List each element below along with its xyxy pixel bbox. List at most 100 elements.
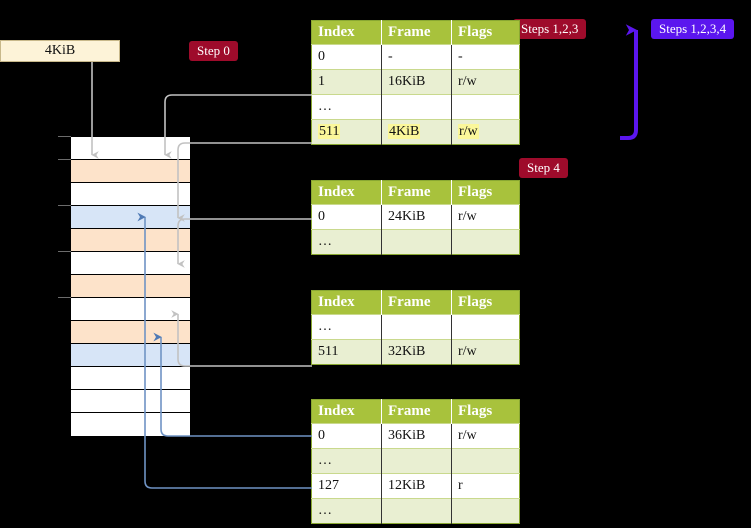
table-header-index: Index bbox=[311, 180, 382, 205]
table-cell: 16KiB bbox=[381, 69, 452, 95]
table-cell: 127 bbox=[311, 473, 382, 499]
table-cell: r bbox=[451, 473, 520, 499]
table-header-flags: Flags bbox=[451, 399, 520, 424]
table-cell bbox=[381, 94, 452, 120]
table-header-frame: Frame bbox=[381, 399, 452, 424]
highlighted-value: r/w bbox=[458, 124, 479, 139]
memory-grid-tick bbox=[58, 297, 71, 298]
table-cell: 4KiB bbox=[381, 119, 452, 145]
table-cell bbox=[451, 498, 520, 524]
memory-frame-row bbox=[71, 206, 190, 229]
kib-frame-label: 4KiB bbox=[44, 43, 76, 58]
memory-frame-row bbox=[71, 183, 190, 206]
table-row: … bbox=[311, 94, 520, 120]
memory-frame-row bbox=[71, 413, 190, 436]
table-cell: 511 bbox=[311, 339, 382, 365]
table-row: 511 4KiB r/w bbox=[311, 119, 520, 145]
table-cell: - bbox=[451, 44, 520, 70]
table-header-index: Index bbox=[311, 20, 382, 45]
memory-grid-tick bbox=[58, 251, 71, 252]
memory-grid-tick bbox=[58, 136, 71, 137]
memory-grid-tick bbox=[58, 205, 71, 206]
highlighted-value: 511 bbox=[318, 124, 341, 139]
memory-frame-row bbox=[71, 275, 190, 298]
table-cell: … bbox=[311, 94, 382, 120]
memory-grid-tick bbox=[58, 159, 71, 160]
memory-frame-row bbox=[71, 321, 190, 344]
table-header-flags: Flags bbox=[451, 180, 520, 205]
table-cell: r/w bbox=[451, 339, 520, 365]
wire-l1-row511-to-frame bbox=[177, 142, 312, 222]
table-cell: 0 bbox=[311, 44, 382, 70]
wire-l3-row511-to-frame bbox=[171, 310, 312, 367]
table-cell bbox=[451, 448, 520, 474]
table-cell: 0 bbox=[311, 204, 382, 230]
table-cell bbox=[451, 229, 520, 255]
table-cell: 24KiB bbox=[381, 204, 452, 230]
table-cell: - bbox=[381, 44, 452, 70]
badge-steps-123-label: Steps 1,2,3 bbox=[513, 19, 587, 39]
memory-frame-row bbox=[71, 229, 190, 252]
badge-step-0-label: Step 0 bbox=[189, 41, 238, 61]
table-header-frame: Frame bbox=[381, 20, 452, 45]
table-header-frame: Frame bbox=[381, 180, 452, 205]
badge-step-4-label: Step 4 bbox=[519, 158, 568, 178]
table-header-frame: Frame bbox=[381, 290, 452, 315]
memory-frame-row bbox=[71, 252, 190, 275]
highlighted-value: 4KiB bbox=[388, 124, 421, 139]
table-row: 0-- bbox=[311, 44, 520, 70]
memory-frame-row bbox=[71, 137, 190, 160]
badge-steps-1234: Steps 1,2,3,4 bbox=[651, 19, 735, 39]
table-cell: … bbox=[311, 498, 382, 524]
table-cell: … bbox=[311, 229, 382, 255]
badge-steps-1234-label: Steps 1,2,3,4 bbox=[651, 19, 735, 39]
memory-frame-row bbox=[71, 160, 190, 183]
table-cell: 32KiB bbox=[381, 339, 452, 365]
table-header-index: Index bbox=[311, 290, 382, 315]
table-header-flags: Flags bbox=[451, 290, 520, 315]
table-row: … bbox=[311, 498, 520, 524]
table-header-index: Index bbox=[311, 399, 382, 424]
table-cell bbox=[381, 448, 452, 474]
table-cell: 511 bbox=[311, 119, 382, 145]
table-row: … bbox=[311, 229, 520, 255]
table-cell bbox=[381, 229, 452, 255]
wire-l2-row0-to-frame bbox=[177, 218, 312, 268]
table-cell bbox=[451, 94, 520, 120]
memory-frame-row bbox=[71, 390, 190, 413]
table-cell: r/w bbox=[451, 423, 520, 449]
table-cell bbox=[451, 314, 520, 340]
table-cell: … bbox=[311, 448, 382, 474]
badge-steps-123: Steps 1,2,3 bbox=[513, 19, 587, 39]
wire-steps-bracket bbox=[620, 24, 638, 140]
table-cell bbox=[381, 314, 452, 340]
table-cell: r/w bbox=[451, 119, 520, 145]
table-header-flags: Flags bbox=[451, 20, 520, 45]
badge-step-4: Step 4 bbox=[519, 158, 568, 178]
table-cell: r/w bbox=[451, 69, 520, 95]
memory-frame-row bbox=[71, 367, 190, 390]
physical-memory-grid bbox=[70, 136, 191, 436]
badge-step-0: Step 0 bbox=[189, 41, 238, 61]
memory-frame-row bbox=[71, 344, 190, 367]
memory-frame-row bbox=[71, 298, 190, 321]
table-cell: 12KiB bbox=[381, 473, 452, 499]
table-row: … bbox=[311, 314, 520, 340]
table-cell: 36KiB bbox=[381, 423, 452, 449]
kib-frame-box: 4KiB bbox=[0, 40, 120, 62]
table-cell bbox=[381, 498, 452, 524]
table-cell: 1 bbox=[311, 69, 382, 95]
table-row: … bbox=[311, 448, 520, 474]
table-cell: 0 bbox=[311, 423, 382, 449]
table-cell: … bbox=[311, 314, 382, 340]
table-cell: r/w bbox=[451, 204, 520, 230]
